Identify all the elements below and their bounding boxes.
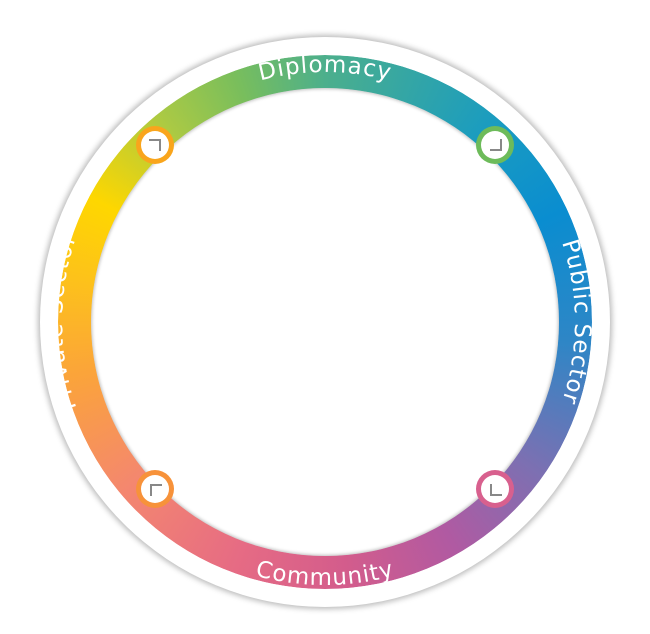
segment-label-private-sector: Private Sector — [42, 230, 82, 415]
badge-bottom-left — [136, 470, 174, 508]
badge-top-right — [476, 126, 514, 164]
segment-label-diplomacy: Diplomacy — [256, 52, 394, 87]
corner-bracket-icon — [150, 484, 162, 496]
segment-label-community: Community — [253, 556, 396, 591]
corner-bracket-icon — [490, 139, 502, 151]
badge-bottom-right — [476, 470, 514, 508]
corner-bracket-icon — [149, 139, 161, 151]
segment-label-public-sector: Public Sector — [556, 236, 595, 407]
corner-bracket-icon — [490, 484, 502, 496]
badge-top-left — [136, 126, 174, 164]
